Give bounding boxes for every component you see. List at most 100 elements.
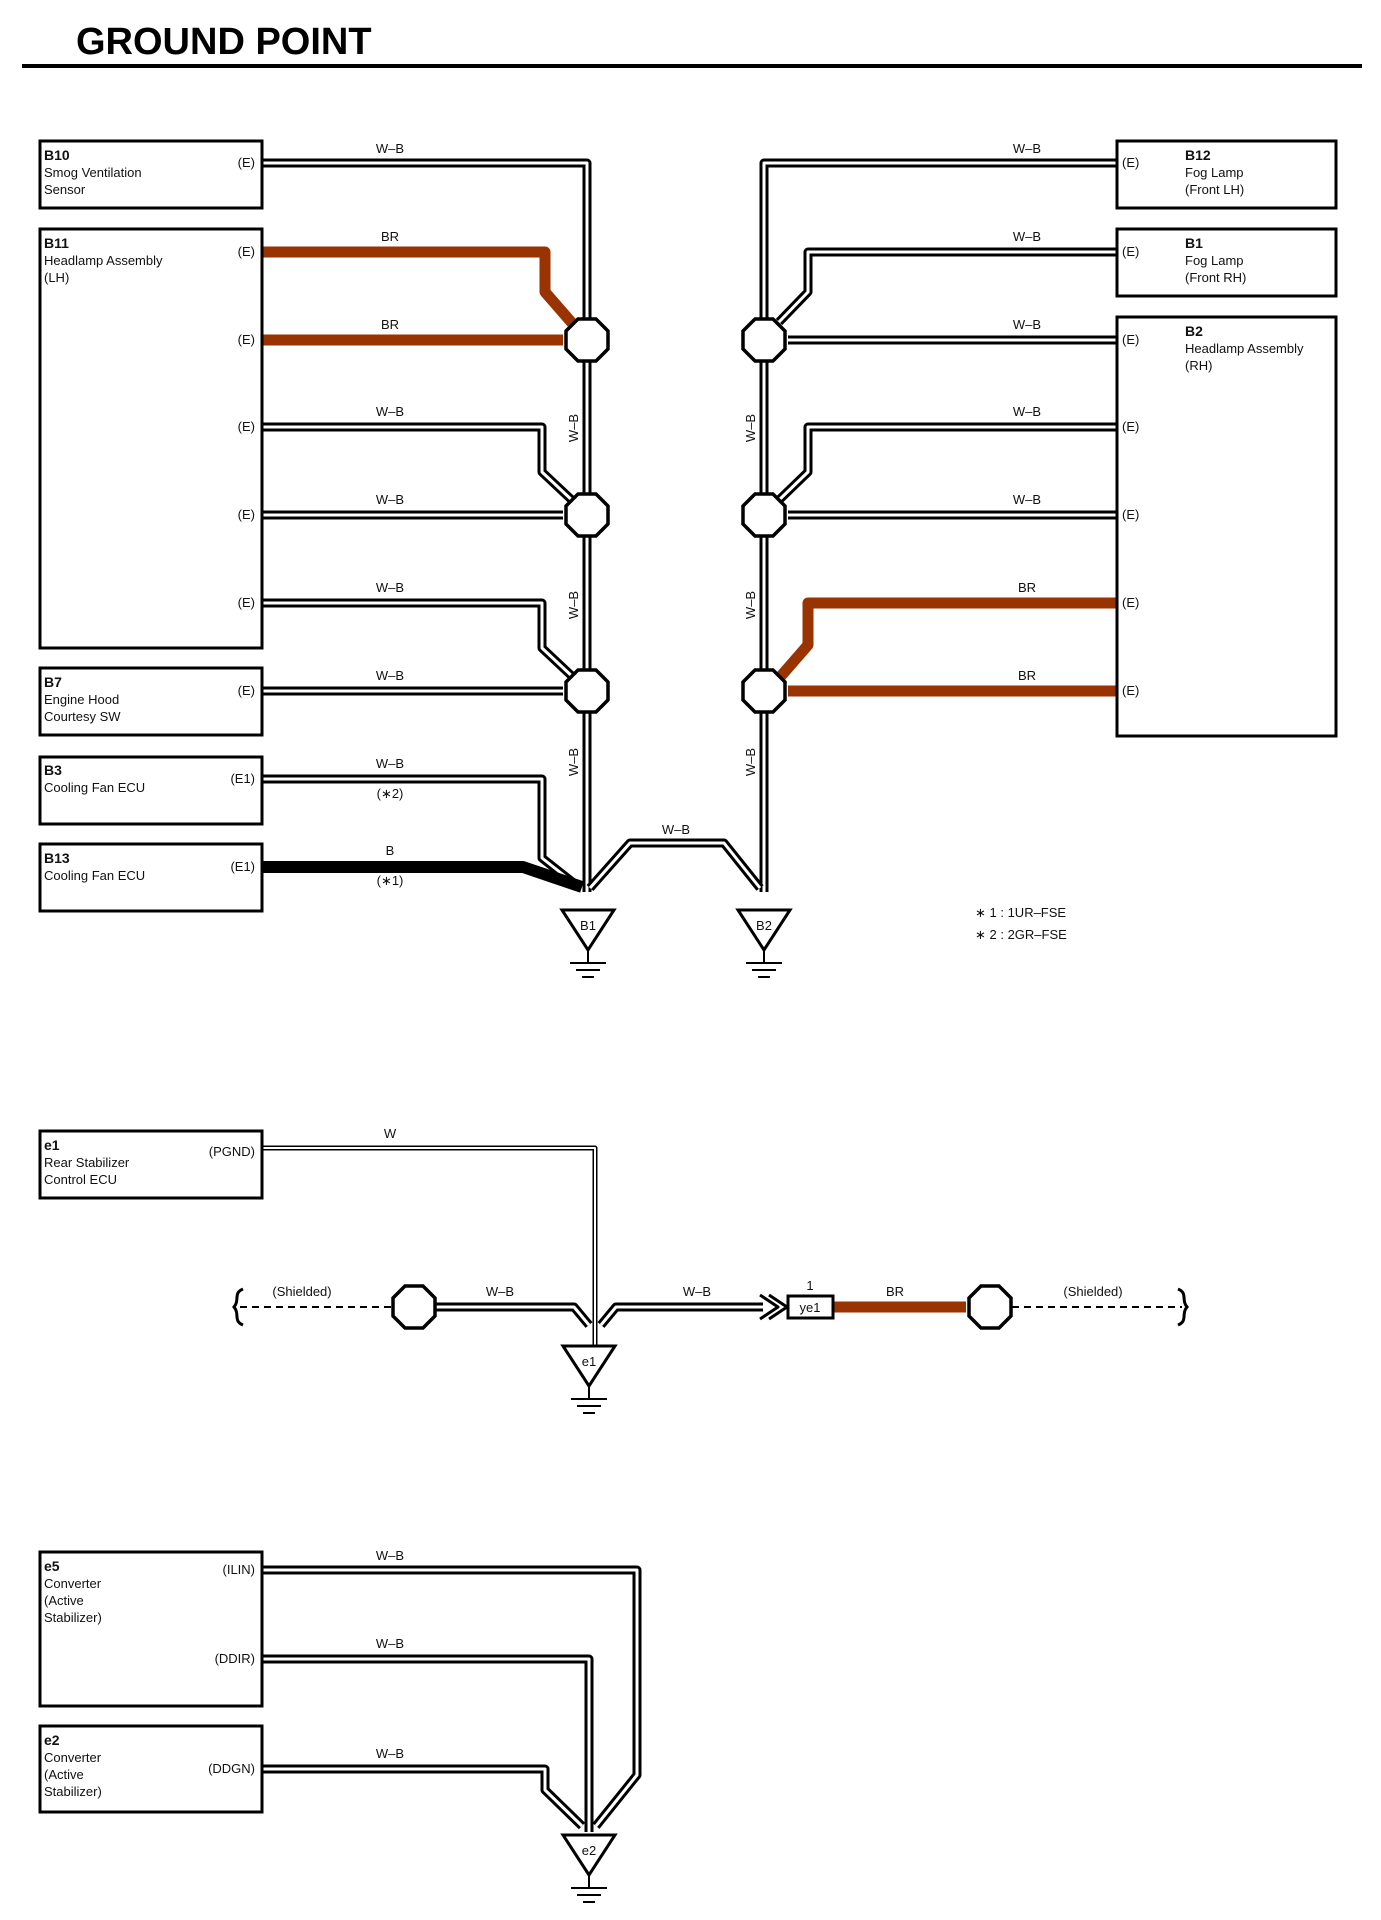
- shield-end-left: [232, 1287, 244, 1327]
- svg-text:Headlamp Assembly: Headlamp Assembly: [1185, 341, 1304, 356]
- svg-text:W–B: W–B: [376, 492, 404, 507]
- svg-text:W–B: W–B: [662, 822, 690, 837]
- svg-text:W–B: W–B: [376, 1548, 404, 1563]
- svg-text:B1: B1: [1185, 235, 1203, 251]
- right-wb-branches: [775, 247, 1117, 520]
- component-b12: (E) B12 Fog Lamp (Front LH): [1115, 139, 1338, 210]
- wire-labels-section-3: W–B W–B W–B: [376, 1548, 404, 1761]
- svg-text:B12: B12: [1185, 147, 1211, 163]
- svg-text:(Shielded): (Shielded): [1063, 1284, 1122, 1299]
- wire-labels-section-1: W–B BR BR W–B W–B W–B W–B W–B (∗2) B (∗1…: [376, 141, 1041, 888]
- svg-text:(E): (E): [238, 155, 255, 170]
- svg-text:W–B: W–B: [743, 591, 758, 619]
- shield-end-right: [1177, 1287, 1189, 1327]
- svg-text:Stabilizer): Stabilizer): [44, 1784, 102, 1799]
- svg-text:e2: e2: [44, 1732, 60, 1748]
- svg-text:W: W: [384, 1126, 397, 1141]
- svg-text:W–B: W–B: [376, 756, 404, 771]
- svg-text:Rear Stabilizer: Rear Stabilizer: [44, 1155, 130, 1170]
- svg-text:Fog Lamp: Fog Lamp: [1185, 253, 1244, 268]
- svg-text:B11: B11: [44, 235, 69, 251]
- svg-text:B13: B13: [44, 850, 70, 866]
- svg-text:e2: e2: [582, 1843, 596, 1858]
- svg-text:BR: BR: [381, 317, 399, 332]
- splice-shield-left: [391, 1284, 437, 1330]
- svg-text:1: 1: [806, 1278, 813, 1293]
- svg-text:(∗1): (∗1): [377, 873, 404, 888]
- ground-b1: B1: [559, 908, 617, 978]
- svg-text:Smog Ventilation: Smog Ventilation: [44, 165, 142, 180]
- svg-text:W–B: W–B: [376, 404, 404, 419]
- svg-text:(E1): (E1): [230, 771, 255, 786]
- section-1-wires: [262, 158, 1117, 893]
- svg-text:(∗2): (∗2): [377, 786, 404, 801]
- svg-text:BR: BR: [381, 229, 399, 244]
- splice-nodes: [564, 317, 787, 714]
- ground-e2: e2: [560, 1833, 618, 1903]
- svg-text:W–B: W–B: [743, 748, 758, 776]
- svg-text:W–B: W–B: [486, 1284, 514, 1299]
- svg-text:(E): (E): [1122, 595, 1139, 610]
- svg-text:Headlamp Assembly: Headlamp Assembly: [44, 253, 163, 268]
- svg-text:(Shielded): (Shielded): [272, 1284, 331, 1299]
- svg-text:e5: e5: [44, 1558, 60, 1574]
- svg-text:Cooling Fan ECU: Cooling Fan ECU: [44, 868, 145, 883]
- svg-text:e1: e1: [582, 1354, 596, 1369]
- component-b11: B11 Headlamp Assembly (LH) (E) (E) (E) (…: [38, 227, 264, 650]
- svg-text:W–B: W–B: [683, 1284, 711, 1299]
- svg-text:B2: B2: [1185, 323, 1203, 339]
- page-title: GROUND POINT: [76, 21, 372, 63]
- svg-text:B3: B3: [44, 762, 62, 778]
- svg-text:(LH): (LH): [44, 270, 69, 285]
- svg-text:(Active: (Active: [44, 1767, 84, 1782]
- svg-text:W–B: W–B: [566, 414, 581, 442]
- svg-text:(E): (E): [1122, 155, 1139, 170]
- svg-text:BR: BR: [1018, 580, 1036, 595]
- svg-text:Stabilizer): Stabilizer): [44, 1610, 102, 1625]
- component-e5: e5 Converter (Active Stabilizer) (ILIN) …: [38, 1550, 264, 1708]
- ground-e1: e1: [560, 1344, 618, 1414]
- svg-text:e1: e1: [44, 1137, 60, 1153]
- svg-text:(E): (E): [238, 507, 255, 522]
- svg-text:(E): (E): [238, 683, 255, 698]
- svg-text:W–B: W–B: [376, 1746, 404, 1761]
- note-2: ∗ 2 : 2GR–FSE: [975, 927, 1067, 942]
- svg-text:B7: B7: [44, 674, 62, 690]
- connector-ye1: ye1 1: [786, 1278, 835, 1320]
- component-b13: B13 Cooling Fan ECU (E1): [38, 842, 264, 913]
- svg-text:(E): (E): [1122, 332, 1139, 347]
- svg-text:W–B: W–B: [1013, 317, 1041, 332]
- svg-text:(E): (E): [238, 419, 255, 434]
- svg-text:(PGND): (PGND): [209, 1144, 255, 1159]
- svg-text:Converter: Converter: [44, 1750, 102, 1765]
- svg-text:(Front RH): (Front RH): [1185, 270, 1246, 285]
- splice-shield-right: [967, 1284, 1013, 1330]
- svg-text:W–B: W–B: [376, 1636, 404, 1651]
- svg-text:Fog Lamp: Fog Lamp: [1185, 165, 1244, 180]
- svg-text:(DDIR): (DDIR): [215, 1651, 255, 1666]
- svg-text:Cooling Fan ECU: Cooling Fan ECU: [44, 780, 145, 795]
- component-b3: B3 Cooling Fan ECU (E1): [38, 755, 264, 826]
- svg-text:W–B: W–B: [376, 580, 404, 595]
- svg-text:(E): (E): [238, 595, 255, 610]
- svg-text:B10: B10: [44, 147, 70, 163]
- svg-text:W–B: W–B: [1013, 404, 1041, 419]
- svg-text:ye1: ye1: [800, 1300, 821, 1315]
- svg-text:(E): (E): [238, 332, 255, 347]
- svg-text:W–B: W–B: [1013, 141, 1041, 156]
- svg-text:Converter: Converter: [44, 1576, 102, 1591]
- component-e2: e2 Converter (Active Stabilizer) (DDGN): [38, 1724, 264, 1814]
- svg-text:W–B: W–B: [1013, 492, 1041, 507]
- svg-text:Engine Hood: Engine Hood: [44, 692, 119, 707]
- svg-text:(E1): (E1): [230, 859, 255, 874]
- svg-text:(E): (E): [1122, 419, 1139, 434]
- svg-text:(E): (E): [1122, 244, 1139, 259]
- component-e1: e1 Rear Stabilizer Control ECU (PGND): [38, 1129, 264, 1200]
- svg-text:W–B: W–B: [566, 748, 581, 776]
- svg-text:(Active: (Active: [44, 1593, 84, 1608]
- svg-text:(E): (E): [1122, 683, 1139, 698]
- section-3-wires: [262, 1565, 642, 1832]
- ground-b2-label: B2: [756, 918, 772, 933]
- svg-text:BR: BR: [886, 1284, 904, 1299]
